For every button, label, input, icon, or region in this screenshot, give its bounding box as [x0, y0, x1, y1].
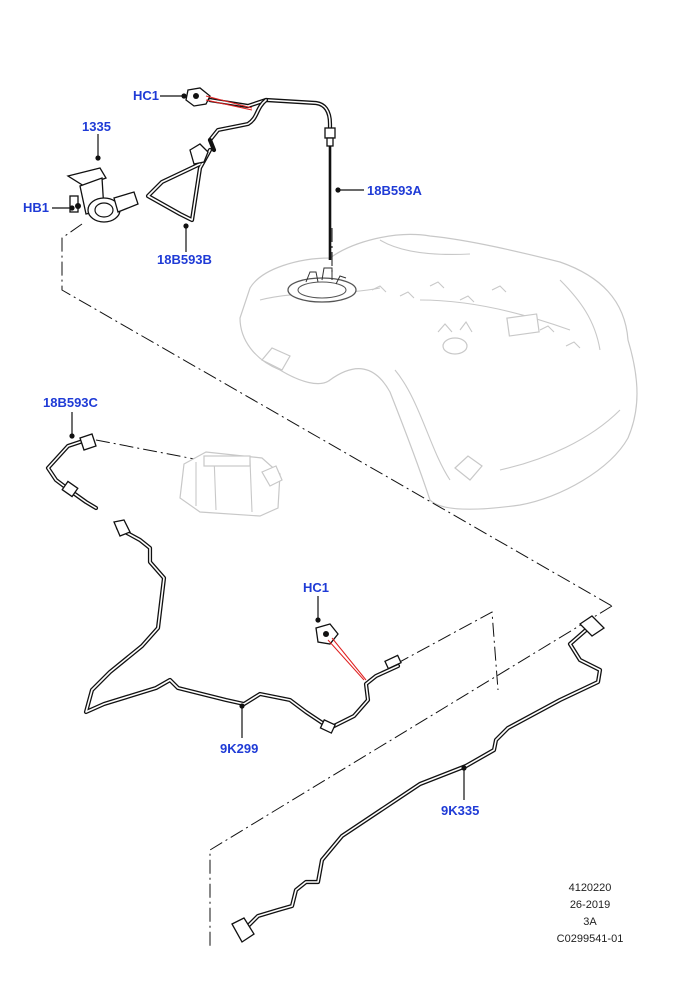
alignment-lines	[61, 223, 613, 948]
tube-18b593b	[145, 137, 217, 223]
tube-18b593c	[45, 433, 99, 511]
drawing-number: 4120220	[568, 882, 612, 894]
fuel-pump-module-ghost	[179, 451, 283, 517]
callout-leaders	[52, 93, 467, 800]
fuel-tank-ghost	[239, 233, 638, 510]
tube-9k299	[83, 519, 402, 734]
drawing-code: C0299541-01	[556, 933, 624, 945]
callout-18b593b[interactable]: 18B593B	[157, 252, 212, 267]
callout-1335[interactable]: 1335	[82, 119, 111, 134]
callout-hb1[interactable]: HB1	[23, 200, 50, 215]
drawing-info-block: 4120220 26-2019 3A C0299541-01	[540, 880, 640, 948]
callout-hc1-mid[interactable]: HC1	[303, 580, 330, 595]
connector-hc1-top	[185, 87, 211, 107]
drawing-revision: 3A	[583, 916, 597, 928]
tube-18b593a	[207, 97, 336, 260]
connector-18b593b-end	[189, 143, 209, 165]
callout-18b593a[interactable]: 18B593A	[367, 183, 422, 198]
callout-9k335[interactable]: 9K335	[441, 803, 480, 818]
fuel-pressure-sensor-assembly	[66, 167, 139, 223]
callout-18b593c[interactable]: 18B593C	[43, 395, 98, 410]
drawing-date: 26-2019	[569, 899, 611, 911]
callout-9k299[interactable]: 9K299	[220, 741, 259, 756]
callout-hc1-top[interactable]: HC1	[133, 88, 160, 103]
tube-9k335	[231, 615, 606, 943]
fuel-pump-flange	[287, 267, 357, 303]
